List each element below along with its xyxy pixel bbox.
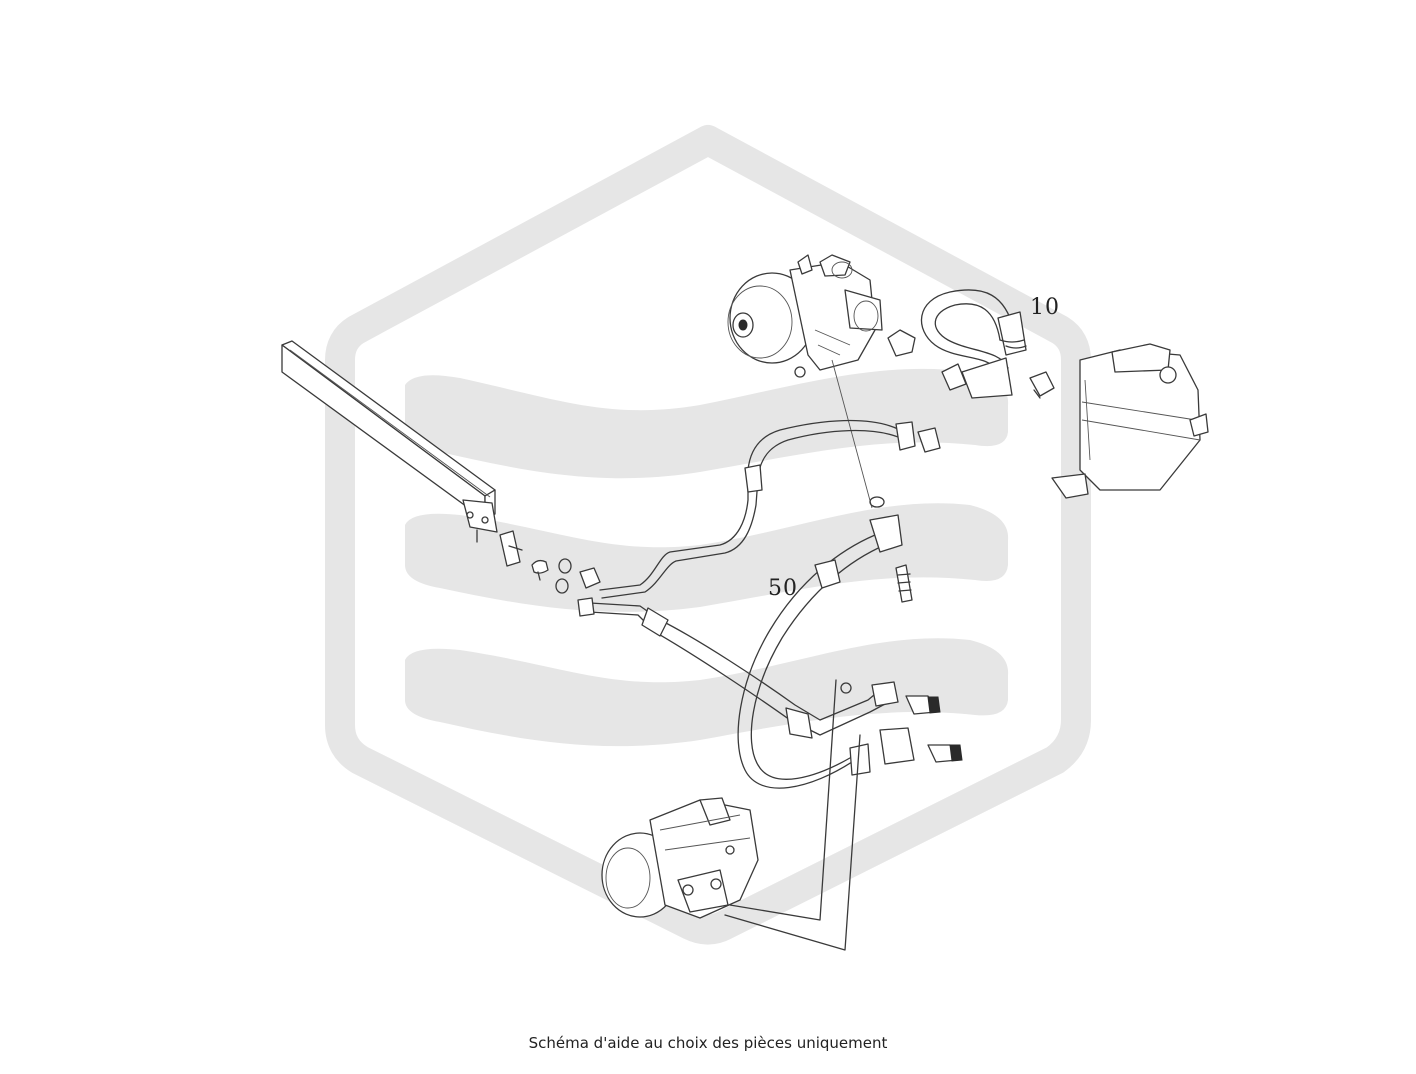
callout-10: 10 [1030, 295, 1060, 320]
lower-hose [577, 597, 886, 739]
steering-gear [601, 797, 759, 919]
power-steering-pump [727, 254, 883, 378]
pressure-line-50 [737, 496, 913, 789]
diagram-caption: Schéma d'aide au choix des pièces unique… [528, 1034, 888, 1052]
fluid-reservoir [1051, 343, 1209, 499]
hose-10 [887, 289, 1055, 399]
return-line [579, 419, 941, 599]
bracket-fittings [499, 530, 572, 594]
callout-50: 50 [768, 576, 798, 601]
oil-cooler [281, 340, 498, 543]
lower-fittings [840, 681, 963, 776]
watermark-logo [325, 125, 1091, 945]
